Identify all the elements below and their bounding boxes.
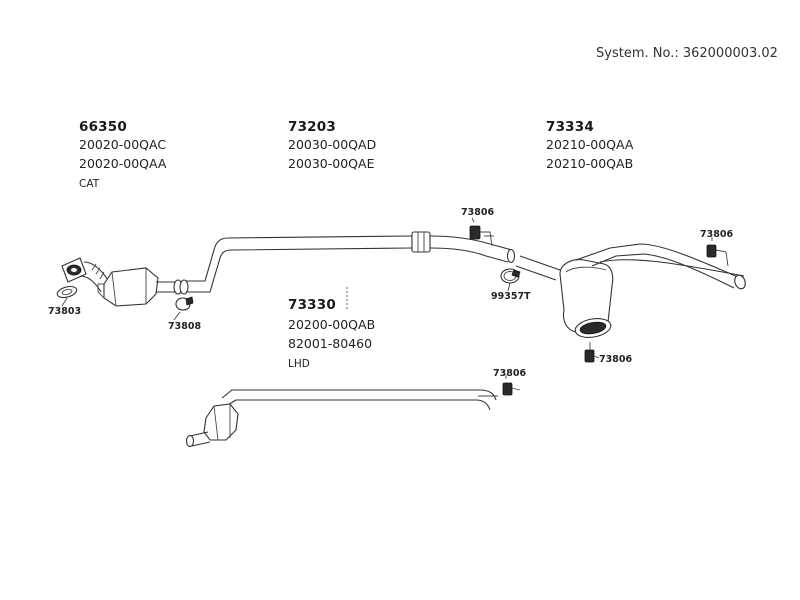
part-number-73203: 73203 — [288, 119, 336, 135]
part-number-73334: 73334 — [546, 119, 594, 135]
rear-silencer-assembly — [515, 243, 746, 338]
front-clamp — [173, 296, 194, 321]
front-pipe — [79, 261, 109, 293]
part-note: CAT — [79, 178, 100, 190]
rubber-mount-top — [469, 217, 494, 247]
part-number-66350: 66350 — [79, 119, 127, 135]
rubber-mount-lower — [502, 375, 521, 396]
callout-mount-muffler: 73806 — [599, 354, 633, 365]
callout-clamp-center: 99357T — [491, 291, 531, 302]
part-code: 20200-00QAB — [288, 317, 376, 332]
part-code: 20020-00QAA — [79, 156, 167, 171]
rubber-mount-right — [706, 237, 729, 267]
callout-front-clamp: 73808 — [168, 321, 202, 332]
middle-pipe — [186, 231, 516, 293]
part-code: 20210-00QAB — [546, 156, 634, 171]
leader-line — [61, 297, 68, 307]
part-code: 20030-00QAD — [288, 137, 377, 152]
rear-pipe-lhd — [185, 389, 498, 448]
callout-gasket: 73803 — [48, 306, 82, 317]
part-number-73330: 73330 — [288, 297, 336, 313]
callout-mount-top: 73806 — [461, 207, 495, 218]
part-code: 82001-80460 — [288, 336, 373, 351]
part-code: 20210-00QAA — [546, 137, 634, 152]
cat-outlet-pipe — [156, 279, 189, 295]
catalytic-converter — [97, 267, 159, 307]
callout-mount-right: 73806 — [700, 229, 734, 240]
part-code: 20030-00QAE — [288, 156, 375, 171]
center-clamp — [500, 268, 521, 292]
system-number: System. No.: 362000003.02 — [596, 46, 778, 61]
exhaust-manifold-flange — [61, 257, 87, 283]
part-code: 20020-00QAC — [79, 137, 167, 152]
gasket-ring — [56, 285, 78, 299]
part-note: LHD — [288, 358, 310, 370]
rubber-mount-muffler — [584, 342, 600, 363]
callout-mount-lower: 73806 — [493, 368, 527, 379]
